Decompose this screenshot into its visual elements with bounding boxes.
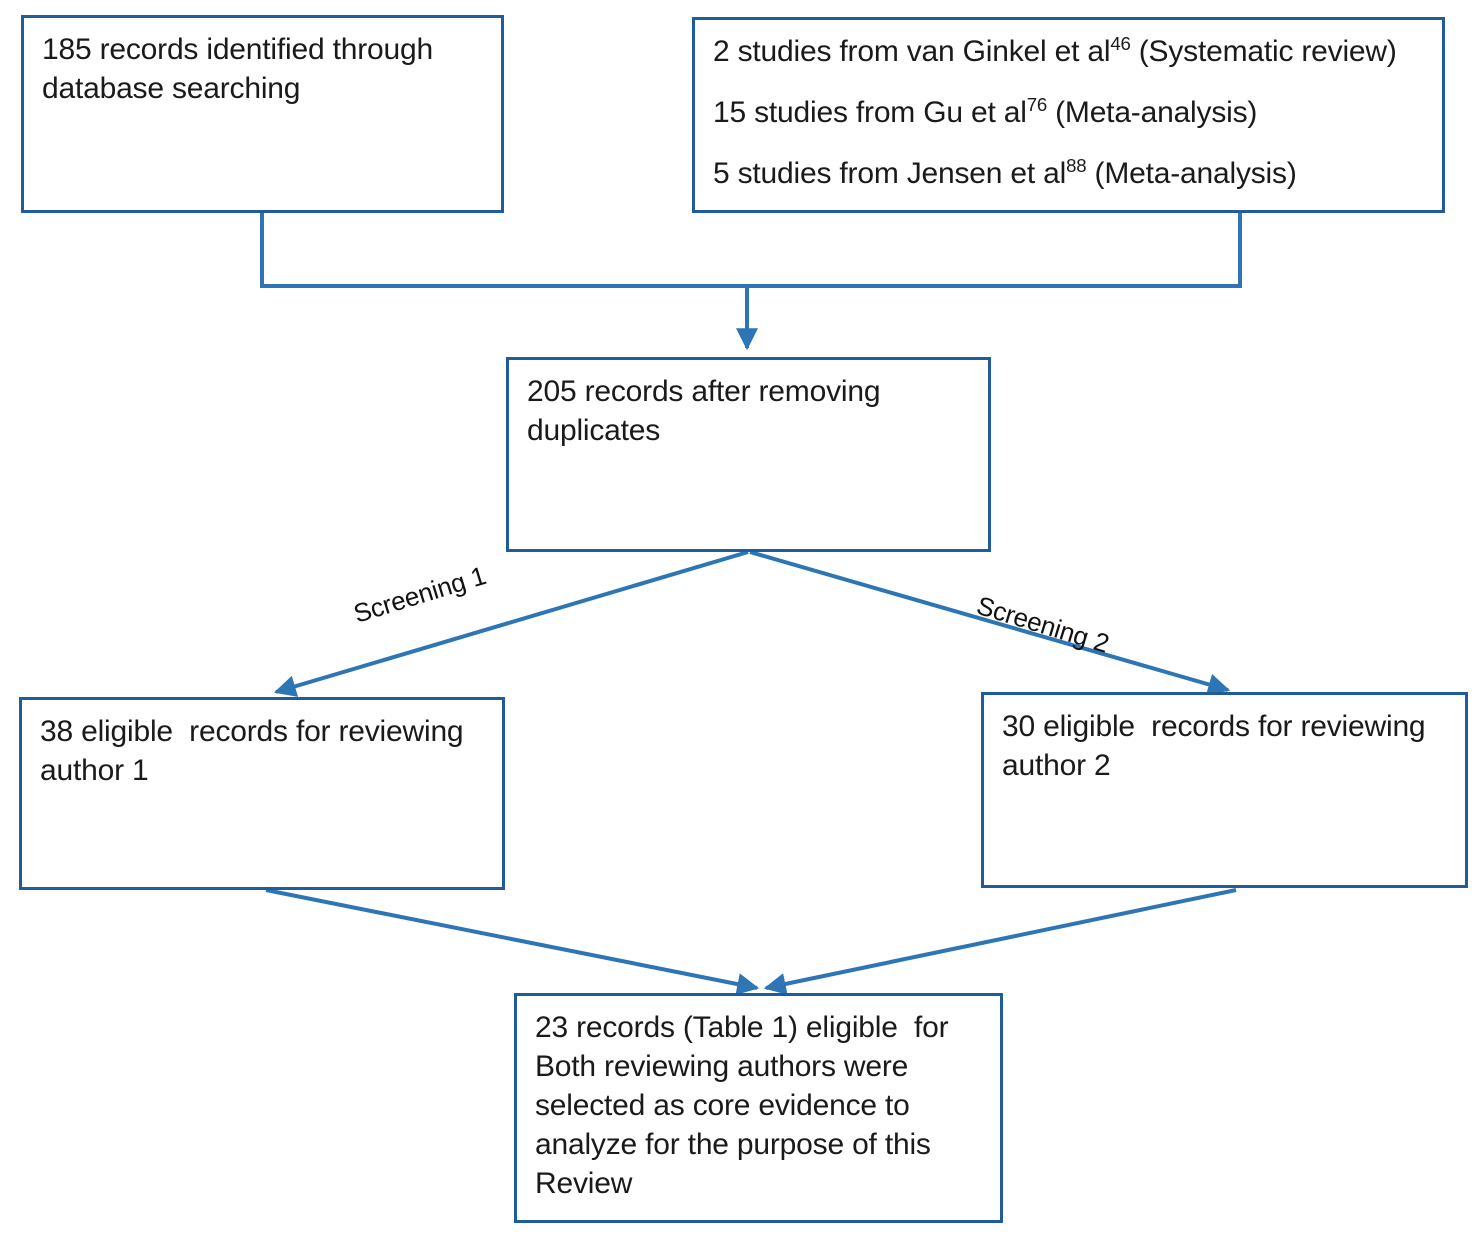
node-eligible-records-author-1: 38 eligible records for reviewing author… <box>19 697 505 890</box>
reference-superscript: 76 <box>1026 94 1047 115</box>
edge-label-screening-1: Screening 1 <box>350 560 490 629</box>
connector-sources-to-dedup <box>260 213 1242 351</box>
connector-author2-to-final <box>763 888 1237 995</box>
external-source-line: 15 studies from Gu et al76 (Meta-analysi… <box>713 94 1258 129</box>
node-records-identified: 185 records identified through database … <box>21 15 504 213</box>
reference-superscript: 88 <box>1066 155 1087 176</box>
node-records-from-other-sources: 2 studies from van Ginkel et al46 (Syste… <box>692 17 1445 213</box>
connector-author1-to-final <box>265 888 760 995</box>
node-records-after-duplicates-removed: 205 records after removing duplicates <box>506 357 991 552</box>
node-records-included-in-review-text: 23 records (Table 1) eligible for Both r… <box>535 1011 957 1200</box>
edge-label-screening-2: Screening 2 <box>973 590 1113 659</box>
node-eligible-records-author-2-text: 30 eligible records for reviewing author… <box>1002 710 1434 782</box>
node-eligible-records-author-2: 30 eligible records for reviewing author… <box>981 692 1468 888</box>
node-records-after-duplicates-removed-text: 205 records after removing duplicates <box>527 375 889 447</box>
external-source-line: 2 studies from van Ginkel et al46 (Syste… <box>713 33 1397 68</box>
node-eligible-records-author-1-text: 38 eligible records for reviewing author… <box>40 715 472 787</box>
node-records-included-in-review: 23 records (Table 1) eligible for Both r… <box>514 993 1003 1223</box>
node-records-identified-text: 185 records identified through database … <box>42 33 442 105</box>
external-source-line: 5 studies from Jensen et al88 (Meta-anal… <box>713 155 1297 190</box>
reference-superscript: 46 <box>1110 33 1131 54</box>
connector-dedup-to-author1 <box>273 550 749 697</box>
